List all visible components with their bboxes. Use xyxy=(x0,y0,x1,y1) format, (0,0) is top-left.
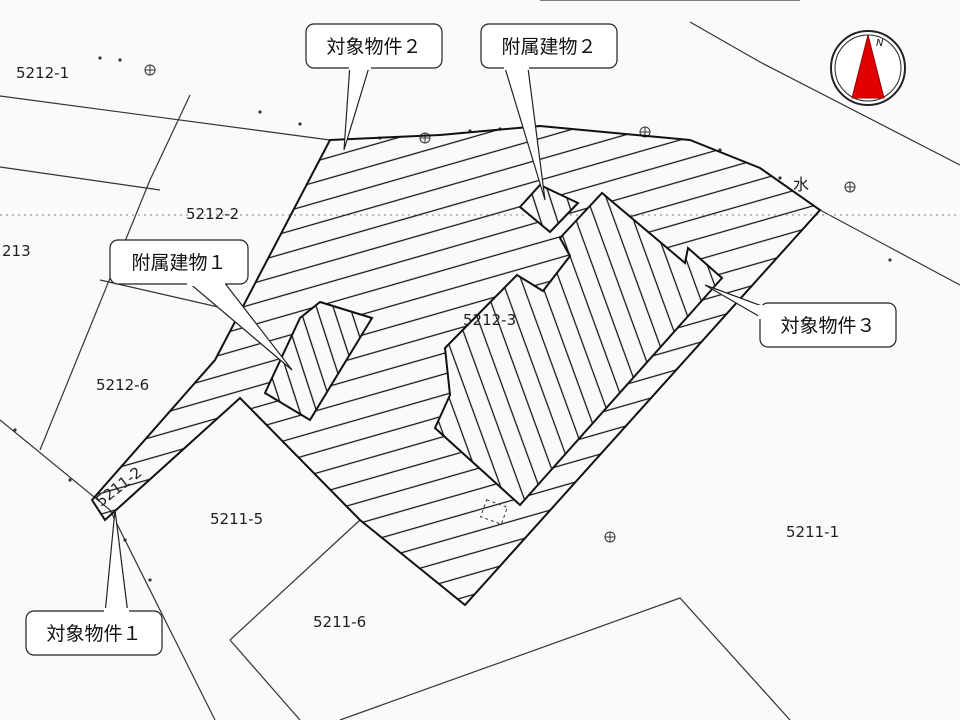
callout-target-3: 対象物件３ xyxy=(704,284,897,348)
control-point xyxy=(144,64,156,76)
parcel-label: 5211-5 xyxy=(210,510,263,528)
callout-label: 附属建物２ xyxy=(501,36,596,58)
callout-label: 対象物件１ xyxy=(46,623,141,645)
water-label: 水 xyxy=(793,175,809,194)
parcel-label: 5212-6 xyxy=(96,376,149,394)
parcel-label: 5212-1 xyxy=(16,64,69,82)
main-building-hatch xyxy=(435,193,722,505)
control-point xyxy=(844,181,856,193)
callout-annex-2: 附属建物２ xyxy=(480,23,618,201)
callout-annex-1: 附属建物１ xyxy=(109,239,293,371)
north-compass-icon: N xyxy=(830,30,906,106)
callout-target-2: 対象物件２ xyxy=(305,23,443,151)
parcel-label: 5211-6 xyxy=(313,613,366,631)
annex-building-1-hatch xyxy=(265,302,372,420)
parcel-label: 213 xyxy=(2,242,31,260)
callout-target-1: 対象物件１ xyxy=(25,509,163,656)
parcel-label: 5211-1 xyxy=(786,523,839,541)
callout-label: 附属建物１ xyxy=(131,252,226,274)
callout-label: 対象物件３ xyxy=(780,315,875,337)
annex-building-2-hatch xyxy=(520,185,578,232)
parcel-label: 5212-3 xyxy=(463,311,516,329)
north-label: N xyxy=(876,38,884,49)
dashed-marker xyxy=(479,499,509,525)
callout-label: 対象物件２ xyxy=(326,36,421,58)
parcel-label: 5212-2 xyxy=(186,205,239,223)
control-point xyxy=(604,531,616,543)
